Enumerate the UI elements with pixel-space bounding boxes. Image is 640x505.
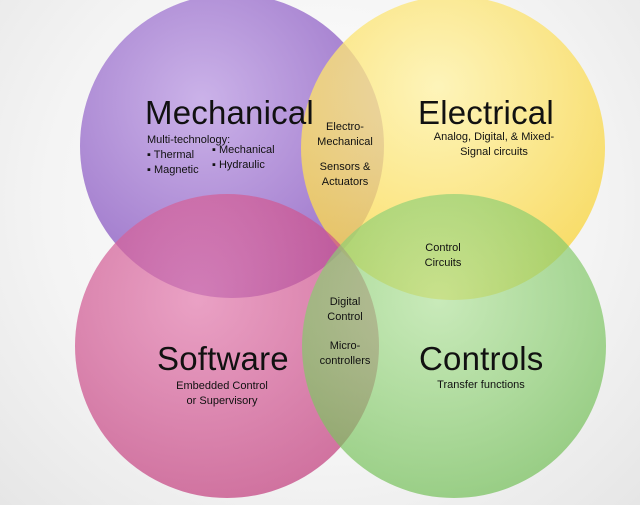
controls-circle xyxy=(302,194,606,498)
bullet-icon: ▪ xyxy=(147,164,151,176)
software-title: Software xyxy=(157,340,289,377)
mechanical-bullets-left: ▪ Thermal ▪ Magnetic xyxy=(147,148,199,178)
mechanical-bullet-magnetic: ▪ Magnetic xyxy=(147,164,199,176)
bullet-icon: ▪ xyxy=(147,149,151,161)
controls-title: Controls xyxy=(419,340,544,377)
electrical-title: Electrical xyxy=(418,94,554,131)
electrical-subtitle: Analog, Digital, & Mixed- Signal circuit… xyxy=(433,131,555,158)
controls-subtitle: Transfer functions xyxy=(437,379,525,391)
mechanical-bullet-hydraulic: ▪ Hydraulic xyxy=(212,159,265,171)
mechanical-bullet-thermal: ▪ Thermal xyxy=(147,149,195,161)
bullet-icon: ▪ xyxy=(212,159,216,171)
mechanical-subtitle: Multi-technology: xyxy=(147,134,231,146)
software-subtitle: Embedded Control or Supervisory xyxy=(176,380,268,407)
overlap-control-circuits: Control Circuits xyxy=(424,242,462,269)
bullet-icon: ▪ xyxy=(212,144,216,156)
mechanical-bullets-right: ▪ Mechanical ▪ Hydraulic xyxy=(212,143,275,173)
mechanical-bullet-mechanical: ▪ Mechanical xyxy=(212,144,275,156)
software-circle xyxy=(75,194,379,498)
overlap-digital-control: Digital Control Micro- controllers xyxy=(319,296,371,367)
overlap-electro-mechanical: Electro- Mechanical Sensors & Actuators xyxy=(317,121,373,188)
mechanical-title: Mechanical xyxy=(145,94,314,131)
